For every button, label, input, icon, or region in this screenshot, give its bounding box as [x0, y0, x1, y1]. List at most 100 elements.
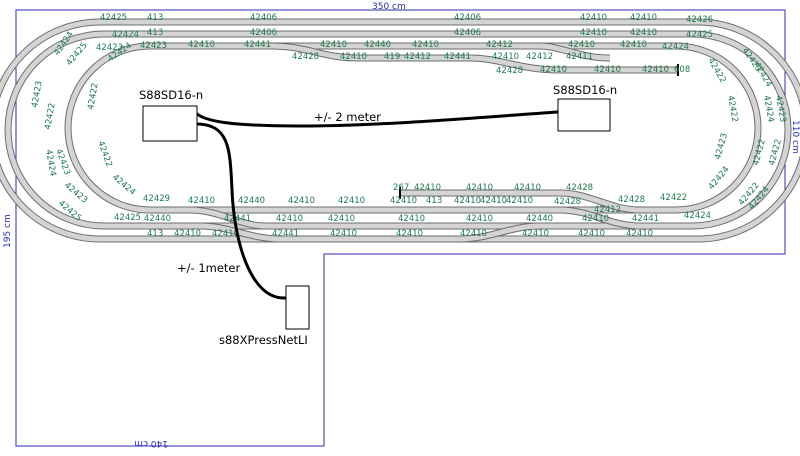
svg-text:42410: 42410 [582, 214, 609, 224]
svg-text:267: 267 [393, 183, 409, 193]
svg-text:42410: 42410 [328, 214, 355, 224]
outer-loop-track [0, 18, 800, 243]
pressnet-module-label: s88XPressNetLI [219, 333, 308, 347]
svg-text:42410: 42410 [642, 65, 669, 75]
svg-text:42422: 42422 [95, 140, 114, 169]
svg-text:42410: 42410 [390, 196, 417, 206]
svg-text:42410: 42410 [188, 196, 215, 206]
crossover-tracks [189, 206, 641, 243]
svg-text:42425: 42425 [686, 30, 713, 40]
svg-text:42410: 42410 [288, 196, 315, 206]
svg-text:42410: 42410 [330, 229, 357, 239]
svg-text:42424: 42424 [43, 149, 58, 177]
bottom-width-label: 140 cm [134, 438, 168, 448]
svg-text:42422: 42422 [725, 95, 740, 123]
svg-text:42412: 42412 [404, 52, 431, 62]
svg-text:42410: 42410 [412, 40, 439, 50]
svg-text:42410: 42410 [340, 52, 367, 62]
svg-text:42410: 42410 [398, 214, 425, 224]
svg-text:42410: 42410 [396, 229, 423, 239]
svg-text:42440: 42440 [526, 214, 553, 224]
svg-text:42410: 42410 [174, 229, 201, 239]
svg-text:42410: 42410 [514, 183, 541, 193]
svg-text:42428: 42428 [566, 183, 593, 193]
svg-text:42410: 42410 [414, 183, 441, 193]
inner-loop-track [64, 42, 762, 214]
svg-text:42422: 42422 [43, 102, 58, 130]
track-labels-top: 42425 413 42406 42406 42410 42410 42426 … [96, 13, 713, 76]
svg-text:42412: 42412 [486, 40, 513, 50]
svg-text:42424: 42424 [110, 173, 137, 198]
pressnet-module-box [285, 285, 310, 330]
svg-text:413: 413 [147, 13, 163, 23]
s88-module-right-box [557, 98, 611, 132]
svg-text:42425: 42425 [100, 13, 127, 23]
svg-text:42410: 42410 [540, 65, 567, 75]
svg-text:42426: 42426 [686, 15, 713, 25]
svg-text:42428: 42428 [496, 66, 523, 76]
svg-text:42410: 42410 [630, 28, 657, 38]
svg-text:42406: 42406 [250, 13, 277, 23]
svg-text:42423: 42423 [96, 43, 123, 53]
bottom-siding-track [399, 187, 641, 214]
svg-text:42410: 42410 [454, 196, 481, 206]
svg-text:42410: 42410 [506, 196, 533, 206]
svg-text:42423: 42423 [713, 132, 730, 161]
svg-text:42410: 42410 [626, 229, 653, 239]
svg-text:42410: 42410 [212, 229, 239, 239]
track-labels-right: 42423 42424 42422 42422 42424 42423 4242… [705, 46, 787, 212]
svg-text:42410: 42410 [630, 13, 657, 23]
svg-text:42410: 42410 [338, 196, 365, 206]
svg-text:42441: 42441 [272, 229, 299, 239]
svg-text:42410: 42410 [492, 52, 519, 62]
cable-2m [194, 110, 559, 128]
top-siding-track [269, 42, 679, 76]
svg-text:42424: 42424 [684, 211, 711, 221]
svg-text:608: 608 [674, 65, 690, 75]
svg-text:42410: 42410 [188, 40, 215, 50]
svg-text:42412: 42412 [594, 205, 621, 215]
svg-text:413: 413 [147, 28, 163, 38]
left-height-label: 195 cm [3, 214, 13, 248]
svg-text:42423: 42423 [140, 41, 167, 51]
svg-text:42424: 42424 [112, 30, 139, 40]
svg-text:42440: 42440 [238, 196, 265, 206]
svg-text:42410: 42410 [580, 28, 607, 38]
svg-text:413: 413 [426, 196, 442, 206]
svg-text:419: 419 [384, 52, 400, 62]
svg-text:42410: 42410 [594, 65, 621, 75]
cable-1m [195, 122, 287, 300]
svg-text:413: 413 [147, 229, 163, 239]
svg-text:42441: 42441 [444, 52, 471, 62]
svg-text:42406: 42406 [454, 13, 481, 23]
top-width-label: 350 cm [372, 2, 406, 12]
cable-2m-label: +/- 2 meter [314, 110, 381, 124]
svg-text:42440: 42440 [364, 40, 391, 50]
svg-text:42410: 42410 [578, 229, 605, 239]
middle-loop-track [4, 30, 792, 230]
right-height-label: 110 cm [790, 120, 800, 154]
svg-text:42424: 42424 [662, 42, 689, 52]
svg-text:42441: 42441 [224, 214, 251, 224]
svg-text:42410: 42410 [466, 183, 493, 193]
cable-1m-label: +/- 1meter [177, 261, 240, 275]
svg-text:42410: 42410 [466, 214, 493, 224]
svg-text:42440: 42440 [144, 214, 171, 224]
svg-text:42429: 42429 [143, 194, 170, 204]
svg-text:42410: 42410 [480, 196, 507, 206]
svg-text:42428: 42428 [292, 52, 319, 62]
s88-module-right-label: S88SD16-n [553, 83, 617, 97]
svg-text:42425: 42425 [114, 213, 141, 223]
svg-text:42441: 42441 [632, 214, 659, 224]
svg-text:42422: 42422 [86, 82, 101, 110]
svg-text:42423: 42423 [30, 80, 45, 108]
svg-text:42410: 42410 [580, 13, 607, 23]
svg-text:42423: 42423 [773, 95, 788, 123]
svg-text:42410: 42410 [568, 40, 595, 50]
svg-text:42428: 42428 [618, 195, 645, 205]
svg-text:42406: 42406 [454, 28, 481, 38]
svg-text:42406: 42406 [250, 28, 277, 38]
s88-module-left-box [142, 105, 198, 142]
svg-text:42410: 42410 [620, 40, 647, 50]
